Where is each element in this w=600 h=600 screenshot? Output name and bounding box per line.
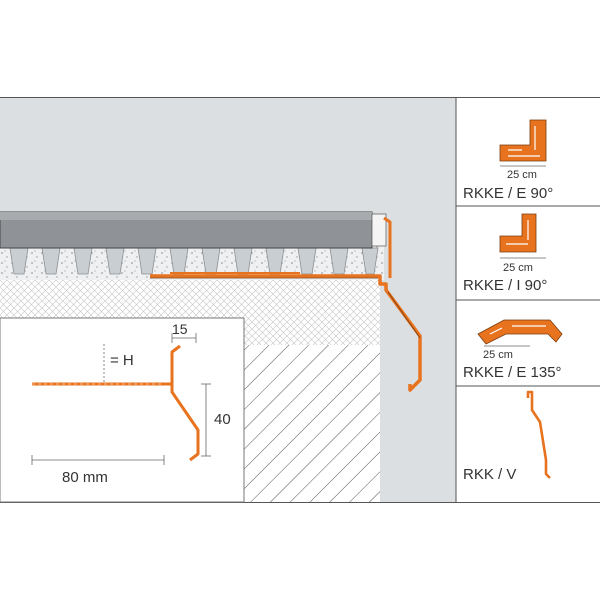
accessory-1-dimension: 25 cm (507, 169, 537, 181)
accessory-2-name: RKKE / I 90° (463, 277, 547, 294)
profile-rkkv-icon (526, 390, 551, 479)
detail-profile (32, 344, 200, 462)
dim-top-width: 15 (172, 321, 188, 337)
dim-profile-height: 40 (214, 411, 231, 428)
dimension-lines (31, 333, 211, 465)
accessory-1-name: RKKE / E 90° (463, 185, 553, 202)
accessory-3-name: RKKE / E 135° (463, 364, 562, 381)
dim-flange-length: 80 mm (62, 469, 108, 486)
accessory-3-dimension: 25 cm (483, 349, 513, 361)
accessory-2-dimension: 25 cm (503, 262, 533, 274)
detail-inset (0, 317, 245, 503)
edge-joint (371, 213, 387, 247)
dim-height-marker: = H (110, 352, 134, 369)
edge-profile (150, 216, 422, 392)
diagram-frame (0, 97, 600, 503)
corner-e135-icon (477, 319, 563, 345)
corner-e90-icon (499, 119, 547, 162)
drainage-mat-cones (9, 247, 379, 275)
corner-i90-icon (499, 213, 537, 253)
accessory-4-name: RKK / V (463, 466, 516, 483)
